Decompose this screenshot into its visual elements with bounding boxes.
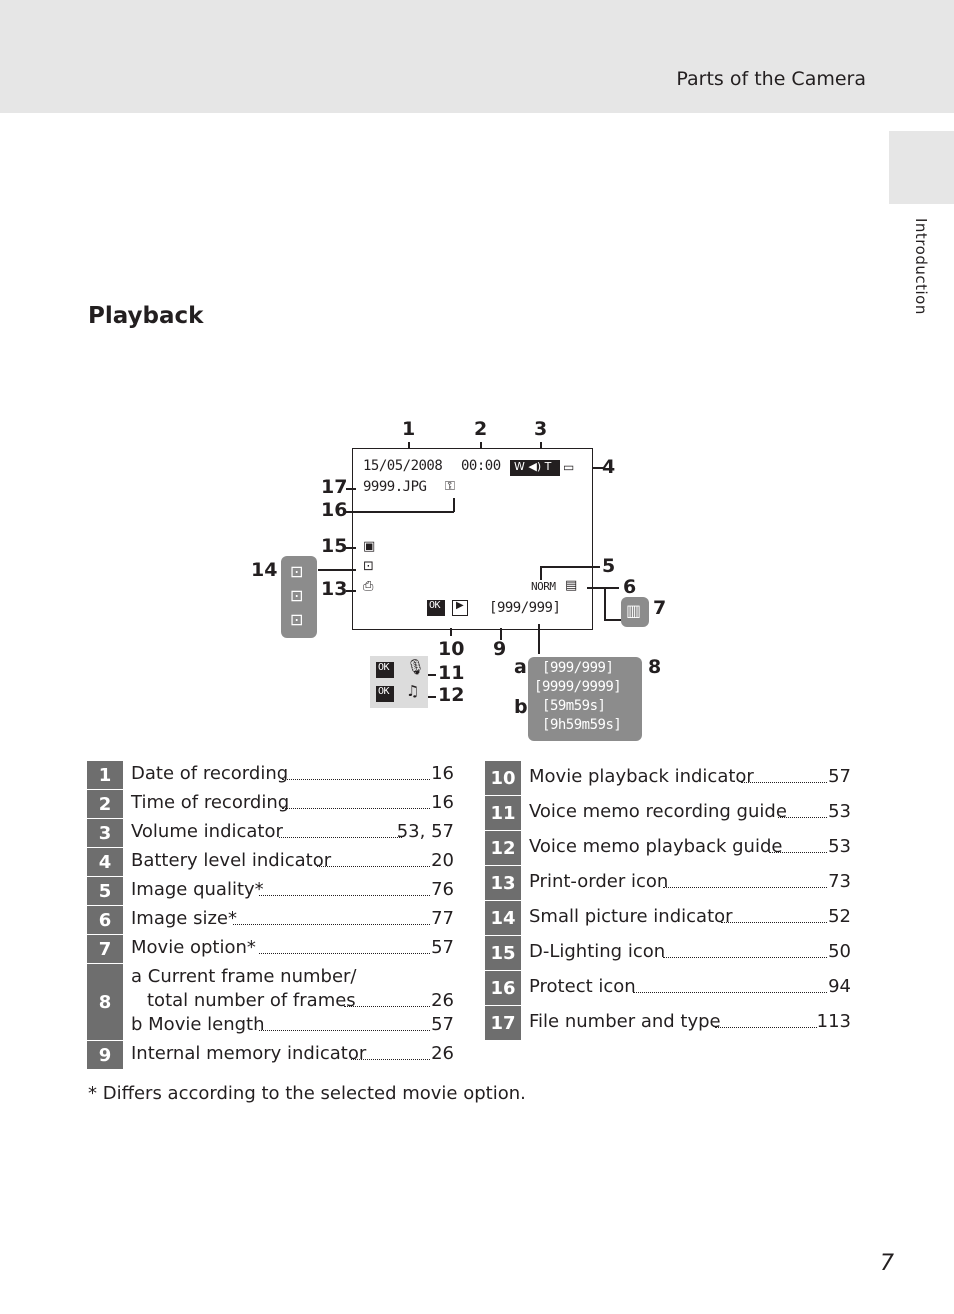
date-readout: 15/05/2008 <box>363 458 443 474</box>
callout-9: 9 <box>493 638 507 660</box>
image-quality-readout: NORM <box>531 580 556 593</box>
d-lighting-icon: ▣ <box>363 539 376 554</box>
section-title: Playback <box>88 303 204 329</box>
image-size-icon: ▤ <box>565 578 578 593</box>
legend-right: 10 Movie playback indicator 57 11 Voice … <box>485 761 851 1043</box>
volume-indicator: W ◀) T <box>510 460 560 476</box>
page-header: Parts of the Camera <box>0 0 954 113</box>
legend-row: 4 Battery level indicator 20 <box>87 848 454 876</box>
microphone-icon: 🎙 <box>406 658 426 676</box>
section-tab <box>889 131 954 204</box>
callout-3: 3 <box>534 418 548 440</box>
legend-row: 16 Protect icon 94 <box>485 971 851 1005</box>
legend-left: 1 Date of recording 16 2 Time of recordi… <box>87 761 454 1071</box>
playback-screen-diagram: 1 2 3 15/05/2008 00:00 W ◀) T ▭ 9999.JPG… <box>240 410 720 750</box>
callout-11: 11 <box>438 662 465 684</box>
callout-1: 1 <box>402 418 416 440</box>
footnote: * Differs according to the selected movi… <box>88 1083 526 1104</box>
callout-15: 15 <box>321 535 348 557</box>
callout-16: 16 <box>321 499 348 521</box>
legend-row: 3 Volume indicator 53, 57 <box>87 819 454 847</box>
legend-row: 8 a Current frame number/ total number o… <box>87 964 454 1040</box>
legend-row: 9 Internal memory indicator 26 <box>87 1041 454 1069</box>
ok-badge: OK <box>427 600 445 616</box>
time-readout: 00:00 <box>461 458 501 474</box>
frame-counter-variants: [999/999] [9999/9999] [59m59s] [9h59m59s… <box>528 657 642 741</box>
legend-row: 2 Time of recording 16 <box>87 790 454 818</box>
legend-row: 12 Voice memo playback guide 53 <box>485 831 851 865</box>
protect-icon: ⚿ <box>445 479 455 494</box>
section-tab-label: Introduction <box>912 218 930 315</box>
tv-movie-icon: ▥ <box>626 601 642 620</box>
callout-6: 6 <box>623 576 637 598</box>
ok-play-badge: OK <box>376 686 394 702</box>
legend-row: 6 Image size* 77 <box>87 906 454 934</box>
legend-row: 17 File number and type 113 <box>485 1006 851 1040</box>
legend-row: 1 Date of recording 16 <box>87 761 454 789</box>
callout-2: 2 <box>474 418 488 440</box>
small-picture-variants: ⊡ ⊡ ⊡ <box>281 556 317 638</box>
callout-7: 7 <box>653 597 667 619</box>
legend-row: 13 Print-order icon 73 <box>485 866 851 900</box>
legend-row: 7 Movie option* 57 <box>87 935 454 963</box>
callout-a: a <box>514 656 527 678</box>
print-order-icon: ⎙ <box>363 579 374 594</box>
callout-4: 4 <box>602 456 616 478</box>
callout-13: 13 <box>321 578 348 600</box>
legend-row: 5 Image quality* 76 <box>87 877 454 905</box>
legend-row: 14 Small picture indicator 52 <box>485 901 851 935</box>
frame-counter-value: 999/999 <box>496 600 553 616</box>
frame-counter: [999/999] <box>489 600 561 616</box>
callout-b: b <box>514 696 528 718</box>
page-number: 7 <box>880 1251 894 1276</box>
legend-row: 10 Movie playback indicator 57 <box>485 761 851 795</box>
voice-playback-icon: ♫ <box>406 682 420 700</box>
file-readout: 9999.JPG <box>363 479 427 495</box>
ok-record-badge: OK <box>376 662 394 678</box>
lcd-screen: 15/05/2008 00:00 W ◀) T ▭ 9999.JPG ⚿ ▣ ⊡… <box>352 448 593 630</box>
voice-memo-guides: OK 🎙 OK ♫ <box>370 656 428 708</box>
callout-14: 14 <box>251 559 278 581</box>
callout-17: 17 <box>321 476 348 498</box>
callout-5: 5 <box>602 555 616 577</box>
small-picture-icon: ⊡ <box>363 559 374 574</box>
legend-row: 15 D-Lighting icon 50 <box>485 936 851 970</box>
movie-option-box: ▥ <box>621 597 649 627</box>
header-title: Parts of the Camera <box>676 68 866 90</box>
callout-10: 10 <box>438 638 465 660</box>
legend-row: 11 Voice memo recording guide 53 <box>485 796 851 830</box>
callout-12: 12 <box>438 684 465 706</box>
battery-icon: ▭ <box>563 460 575 474</box>
callout-8: 8 <box>648 656 662 678</box>
movie-playback-icon: ▶ <box>452 600 468 616</box>
